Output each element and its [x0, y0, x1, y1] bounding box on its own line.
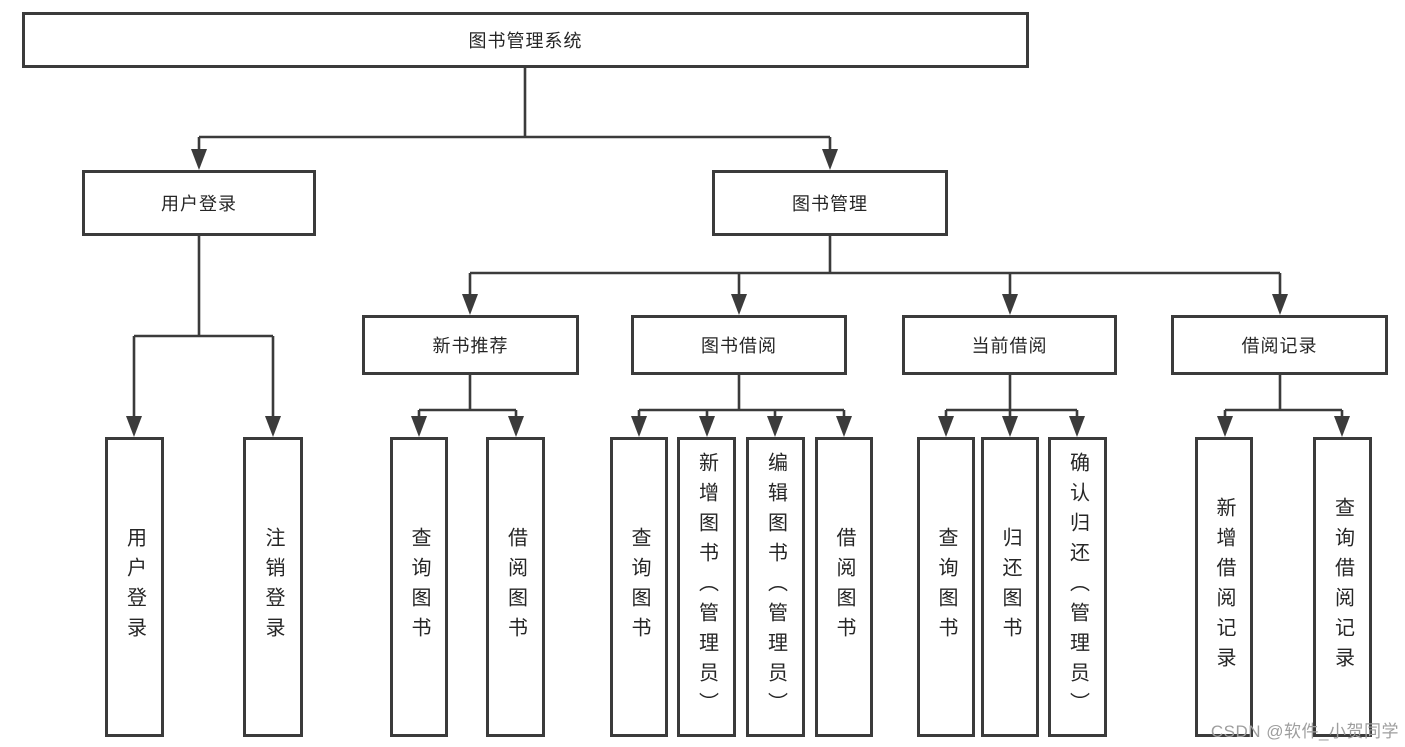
- node-label: 注销登录: [262, 527, 284, 647]
- node-label: 归还图书: [999, 527, 1021, 647]
- node-label: 查询图书: [935, 527, 957, 647]
- leaf-query-book-under-current: 查询图书: [917, 437, 975, 737]
- leaf-add-borrow-record: 新增借阅记录: [1195, 437, 1253, 737]
- node-label: 用户登录: [123, 527, 146, 647]
- leaf-user-login: 用户登录: [105, 437, 164, 737]
- leaf-query-borrow-record: 查询借阅记录: [1313, 437, 1372, 737]
- leaf-return-book: 归还图书: [981, 437, 1039, 737]
- node-label: 确认归还（管理员）: [1066, 452, 1089, 722]
- leaf-query-book-under-borrow: 查询图书: [610, 437, 668, 737]
- node-label: 图书借阅: [701, 336, 777, 356]
- leaf-edit-book-admin: 编辑图书（管理员）: [746, 437, 805, 737]
- leaf-logout: 注销登录: [243, 437, 303, 737]
- node-label: 用户登录: [161, 194, 237, 214]
- arrowheads: [126, 149, 1350, 437]
- leaf-borrow-book-under-borrow: 借阅图书: [815, 437, 873, 737]
- node-library-system-root: 图书管理系统: [22, 12, 1029, 68]
- csdn-watermark: CSDN @软件_小贺同学: [1210, 722, 1399, 741]
- node-label: 新增图书（管理员）: [695, 452, 718, 722]
- edge-book-borrow-to-leaves: [637, 375, 846, 419]
- node-label: 新书推荐: [432, 336, 509, 356]
- node-label: 新增借阅记录: [1213, 497, 1235, 677]
- node-borrowing-records: 借阅记录: [1171, 315, 1388, 375]
- edge-borrow-record-to-leaves: [1223, 375, 1344, 419]
- leaf-confirm-return-admin: 确认归还（管理员）: [1048, 437, 1107, 737]
- node-book-borrowing: 图书借阅: [631, 315, 847, 375]
- edge-current-borrow-to-leaves: [944, 375, 1079, 419]
- node-label: 图书管理系统: [468, 31, 583, 51]
- node-label: 编辑图书（管理员）: [764, 452, 787, 722]
- node-label: 借阅图书: [504, 527, 527, 647]
- node-label: 查询借阅记录: [1331, 497, 1354, 677]
- node-current-borrowing: 当前借阅: [902, 315, 1117, 375]
- node-label: 查询图书: [408, 527, 430, 647]
- node-label: 借阅图书: [833, 527, 855, 647]
- node-user-login: 用户登录: [82, 170, 316, 236]
- edge-user-login-to-leaves: [132, 236, 275, 419]
- node-label: 当前借阅: [971, 336, 1048, 356]
- node-book-management: 图书管理: [712, 170, 948, 236]
- leaf-add-book-admin: 新增图书（管理员）: [677, 437, 736, 737]
- edge-book-mgmt-to-level3: [468, 236, 1282, 297]
- edge-new-book-to-leaves: [417, 375, 518, 419]
- edge-root-to-level2: [197, 68, 832, 151]
- node-label: 查询图书: [628, 527, 650, 647]
- leaf-borrow-book-under-newbook: 借阅图书: [486, 437, 545, 737]
- leaf-query-book-under-newbook: 查询图书: [390, 437, 448, 737]
- node-label: 图书管理: [792, 194, 868, 214]
- node-label: 借阅记录: [1241, 336, 1318, 356]
- node-new-book-recommend: 新书推荐: [362, 315, 579, 375]
